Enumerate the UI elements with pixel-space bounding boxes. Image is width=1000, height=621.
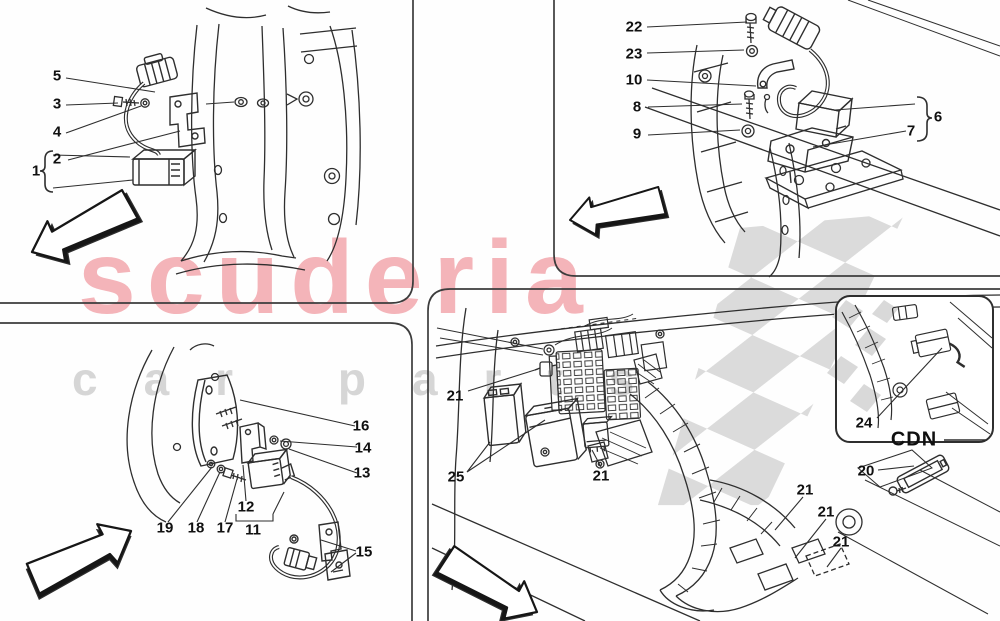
- view-direction-arrow-icon: [565, 183, 672, 244]
- inset-checker-fragments: [827, 300, 898, 412]
- callout-18: 18: [187, 519, 205, 537]
- inset-label-cdn: CDN: [890, 428, 938, 451]
- callout-12: 12: [237, 498, 255, 516]
- wheel-arch: [126, 343, 220, 523]
- chassis-rail: [644, 0, 1000, 278]
- bracket-10: [756, 59, 795, 89]
- callout-14: 14: [354, 439, 372, 457]
- view-direction-arrow-icon: [427, 540, 549, 621]
- bracket-12: [239, 422, 267, 464]
- washer-14-nut-13: [269, 435, 292, 450]
- callout-11: 11: [245, 521, 261, 539]
- callout-9: 9: [632, 125, 642, 143]
- bottom-left-panel-art: [19, 343, 358, 609]
- threaded-studs: [215, 406, 243, 430]
- washer-9: [741, 124, 755, 138]
- leader-lines: [39, 77, 181, 193]
- sensor-box-6: [795, 90, 854, 138]
- leader-lines: [466, 347, 943, 568]
- callout-24: 24: [855, 414, 873, 432]
- callout-23: 23: [625, 45, 643, 63]
- ecu-25a: [482, 381, 527, 447]
- washer-23: [745, 44, 759, 58]
- cdn-inset: [827, 295, 994, 443]
- callout-16: 16: [352, 417, 370, 435]
- sensor-connector: [762, 6, 821, 50]
- callout-21: 21: [796, 481, 814, 499]
- mounting-bracket: [169, 92, 206, 148]
- callout-21: 21: [592, 467, 610, 485]
- callout-7: 7: [906, 122, 916, 140]
- wiring-harness: [587, 381, 850, 613]
- connector-21-small: [534, 361, 557, 377]
- fuse-box-cluster: [436, 313, 668, 421]
- callout-21: 21: [832, 533, 850, 551]
- callout-4: 4: [52, 123, 62, 141]
- callout-15: 15: [355, 543, 373, 561]
- callout-19: 19: [156, 519, 174, 537]
- ecu-cable: [269, 475, 341, 580]
- bracket-7: [767, 127, 854, 184]
- callout-6: 6: [933, 108, 943, 126]
- sensor-connector: [135, 52, 179, 88]
- callout-25: 25: [447, 468, 465, 486]
- ecu-25b: [523, 397, 587, 468]
- inset-art: [841, 301, 993, 435]
- callout-2: 2: [52, 150, 62, 168]
- callout-22: 22: [625, 18, 643, 36]
- sensor-ecu-box: [131, 148, 197, 187]
- callout-5: 5: [52, 67, 62, 85]
- leader-lines: [167, 399, 358, 573]
- bracket-20: [888, 454, 950, 496]
- clamp-bracket-15: [289, 521, 351, 581]
- callout-8: 8: [632, 98, 642, 116]
- watermark-brand: scuderia: [78, 220, 594, 336]
- callout-21: 21: [446, 387, 464, 405]
- washers-screw: [206, 459, 247, 483]
- screw-and-washer: [112, 95, 150, 108]
- cable-end-connector: [283, 547, 318, 571]
- callout-17: 17: [216, 519, 234, 537]
- callout-1: 1: [31, 162, 41, 180]
- mounting-plate-16: [191, 374, 239, 467]
- top-left-panel-art: [21, 5, 361, 278]
- callout-13: 13: [353, 464, 371, 482]
- bottom-right-panel-art: [427, 294, 1000, 621]
- callout-3: 3: [52, 95, 62, 113]
- view-direction-arrow-icon: [19, 510, 145, 609]
- callout-21: 21: [817, 503, 835, 521]
- relay-21: [581, 415, 613, 453]
- view-direction-arrow-icon: [21, 184, 148, 278]
- ecu-11: [246, 447, 296, 490]
- callout-10: 10: [625, 71, 643, 89]
- screw-8: [743, 90, 755, 120]
- screw-22: [745, 12, 757, 44]
- pillar-structure: [175, 5, 361, 275]
- top-right-panel-art: [565, 0, 1000, 278]
- callout-20: 20: [857, 462, 875, 480]
- leader-lines: [646, 21, 933, 148]
